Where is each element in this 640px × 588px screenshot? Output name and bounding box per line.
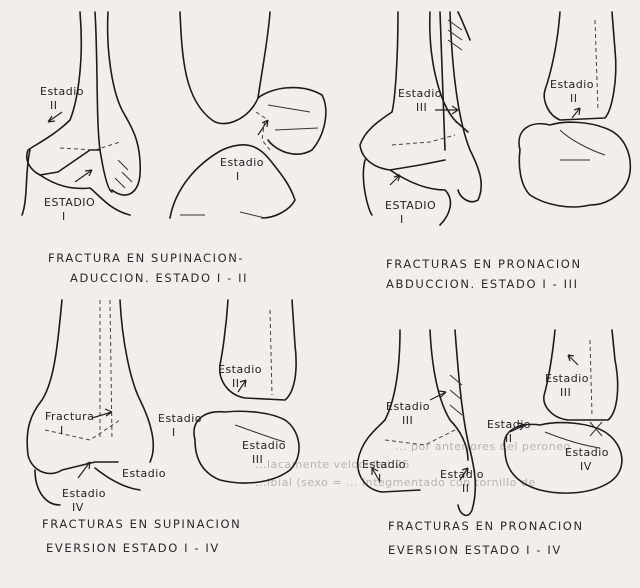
arrow-estadio-bottom xyxy=(78,462,90,478)
label-roman-iii: III xyxy=(416,101,427,114)
tibia-medial xyxy=(108,12,141,195)
tibia-medial xyxy=(430,12,468,132)
label-estadio-i: Estadio xyxy=(362,458,406,471)
lateral-detail xyxy=(268,105,318,130)
caption-line-2: ADUCCION. ESTADO I - II xyxy=(70,271,248,285)
label-estadio-iv: Estadio xyxy=(62,487,106,500)
label-estadio-iii-right: Estadio xyxy=(545,372,589,385)
bleed-line-3: ...ibial (sexo = ... integmentado con to… xyxy=(255,476,536,489)
lateral-tibia xyxy=(180,12,270,124)
label-roman-ii: II xyxy=(570,92,578,105)
label-roman-iv: IV xyxy=(72,501,84,514)
lateral-tibia xyxy=(544,12,616,120)
label-estadio-ii: Estadio xyxy=(550,78,594,91)
fibula-outline xyxy=(450,12,481,202)
label-roman-iv: IV xyxy=(580,460,592,473)
label-fractura: Fractura xyxy=(45,410,94,423)
label-estadio-ii-right: Estadio xyxy=(487,418,531,431)
lateral-dashed xyxy=(270,310,272,395)
label-roman-i: I xyxy=(172,426,176,439)
label-estadio-i-caps: ESTADIO xyxy=(385,199,436,212)
label-roman-i: I xyxy=(378,472,382,485)
bleed-through-text: ... por anteriores del peroneo ...lacame… xyxy=(255,440,571,489)
lateral-detail xyxy=(560,130,605,160)
tibia-outline xyxy=(27,300,118,474)
label-roman-iii-right: III xyxy=(560,386,571,399)
label-roman-ii-right: II xyxy=(505,432,513,445)
caption-line-1: FRACTURAS EN PRONACION xyxy=(386,257,582,271)
arrow-lateral-iii xyxy=(568,355,578,365)
panel-supination-adduction: Estadio II ESTADIO I Estadio I FRACTURA … xyxy=(22,12,326,285)
label-estadio-ii: Estadio xyxy=(40,85,84,98)
label-estadio-i-caps: ESTADIO xyxy=(44,196,95,209)
label-roman-ii-bottom: II xyxy=(462,482,470,495)
fibula-dashed xyxy=(100,300,112,440)
lateral-sole xyxy=(180,212,265,218)
fracture-line xyxy=(60,142,120,150)
arrow-lateral-i xyxy=(258,120,268,135)
caption-line-1: FRACTURAS EN SUPINACION xyxy=(42,517,241,531)
label-estadio-ii: Estadio xyxy=(218,363,262,376)
caption-line-1: FRACTURA EN SUPINACION- xyxy=(48,251,244,265)
panel-pronation-abduction: Estadio III ESTADIO I Estadio II FRACTUR… xyxy=(360,12,630,291)
label-estadio-i: Estadio xyxy=(158,412,202,425)
bleed-line-1: ... por anteriores del peroneo xyxy=(395,440,571,453)
caption-line-2: ABDUCCION. ESTADO I - III xyxy=(386,277,579,291)
caption-line-2: EVERSION ESTADO I - IV xyxy=(46,541,220,555)
lateral-talus xyxy=(519,122,630,207)
label-estadio-mid: Estadio xyxy=(122,467,166,480)
label-roman-iii: III xyxy=(402,414,413,427)
caption-line-2: EVERSION ESTADO I - IV xyxy=(388,543,562,557)
lateral-tibia-dashed xyxy=(595,20,598,110)
label-roman-ii: II xyxy=(232,377,240,390)
arrow-stage2 xyxy=(48,112,62,122)
label-estadio-iii: Estadio xyxy=(386,400,430,413)
label-estadio-ii-bottom: Estadio xyxy=(440,468,484,481)
arrow-lateral-ii xyxy=(572,108,580,118)
lateral-dashed xyxy=(590,340,592,415)
label-fractura-i: I xyxy=(60,424,64,437)
arrow-stage1 xyxy=(390,175,400,185)
label-estadio-iii: Estadio xyxy=(398,87,442,100)
panel-supination-eversion: Fractura I Estadio Estadio IV Estadio II… xyxy=(27,300,299,555)
label-roman-iii: III xyxy=(252,453,263,466)
label-roman-ii: II xyxy=(50,99,58,112)
label-roman-i: I xyxy=(62,210,66,223)
arrow-fractura xyxy=(92,409,112,418)
fibula-outline xyxy=(95,12,112,192)
caption-line-1: FRACTURAS EN PRONACION xyxy=(388,519,584,533)
label-estadio-iii: Estadio xyxy=(242,439,286,452)
talus-outline xyxy=(363,160,450,225)
fracture-line xyxy=(45,420,120,440)
label-roman-i-right: I xyxy=(236,170,240,183)
label-roman-i: I xyxy=(400,213,404,226)
label-estadio-iv: Estadio xyxy=(565,446,609,459)
arrow-stage1-left xyxy=(75,170,92,182)
hatch-lines xyxy=(115,160,132,188)
lateral-fracture xyxy=(256,112,270,150)
tibia-medial xyxy=(120,300,153,462)
label-estadio-i: Estadio xyxy=(220,156,264,169)
